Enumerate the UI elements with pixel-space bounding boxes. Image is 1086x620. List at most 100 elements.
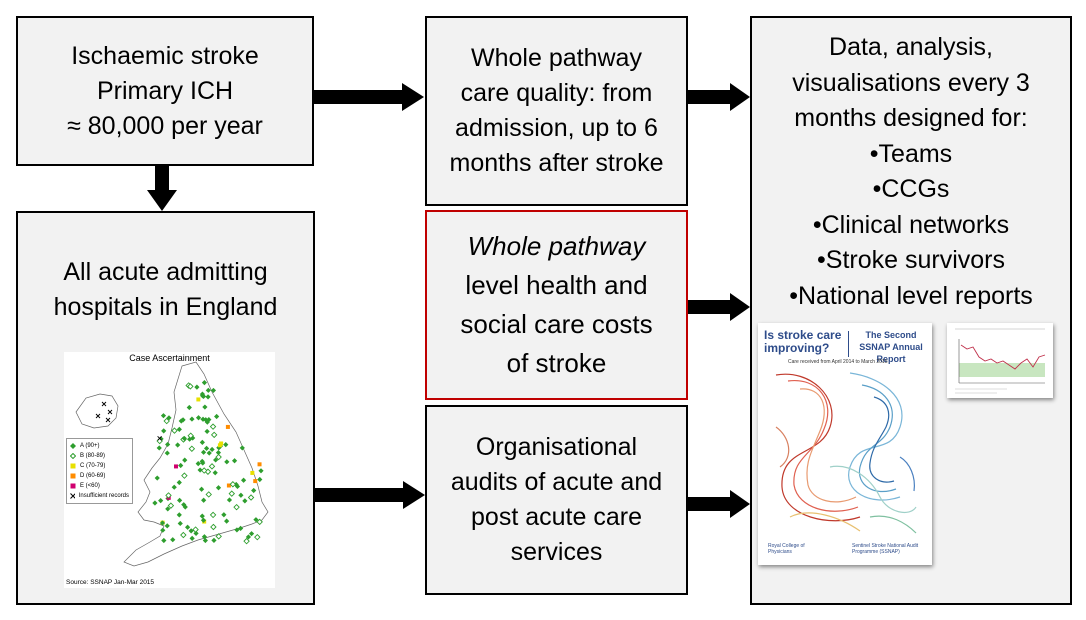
- hospital-marker: [161, 428, 167, 434]
- box-text-line: Data, analysis,: [829, 33, 993, 61]
- hospital-marker: [209, 423, 217, 430]
- legend-item: C (70-79): [70, 461, 129, 471]
- hospital-marker: [200, 517, 207, 523]
- box-text-line: post acute care: [471, 503, 642, 531]
- hospital-marker: [156, 445, 162, 451]
- hospital-marker: [157, 435, 162, 441]
- hospital-marker: [210, 431, 218, 439]
- hospital-marker: [206, 417, 212, 423]
- map-title: Case Ascertainment: [129, 353, 210, 363]
- hospital-marker: [215, 533, 222, 540]
- hospital-marker: [101, 401, 107, 407]
- hospital-marker: [248, 531, 255, 537]
- map-source: Source: SSNAP Jan-Mar 2015: [66, 579, 155, 586]
- box-text-line: social care costs: [460, 309, 653, 339]
- hospital-marker: [192, 526, 199, 533]
- hospital-marker: [171, 427, 178, 434]
- legend-item: A (90+): [70, 441, 129, 451]
- case-ascertainment-map: Case Ascertainment A (90+) B (80-89) C (70…: [64, 352, 275, 588]
- report-chart-thumbnail: [947, 323, 1053, 398]
- box-text-line: •CCGs: [872, 175, 950, 203]
- hospital-marker: [170, 537, 176, 543]
- hospital-marker: [158, 498, 164, 504]
- box-text-line: visualisations every 3: [792, 68, 1030, 97]
- legend-marker-icon: [70, 473, 76, 479]
- hospital-marker: [187, 383, 194, 390]
- hospital-marker: [188, 445, 196, 452]
- hospital-marker: [254, 533, 261, 541]
- hospital-marker: [210, 387, 217, 394]
- hospital-marker: [202, 537, 208, 544]
- legend-marker-icon: [70, 453, 76, 459]
- legend-marker-icon: [70, 463, 76, 469]
- hospital-marker: [219, 441, 224, 446]
- hospital-marker: [208, 463, 216, 470]
- hospital-marker: [247, 494, 255, 501]
- hospital-marker: [163, 417, 170, 425]
- legend-label: E (<60): [80, 483, 100, 489]
- legend-label: C (70-79): [80, 463, 106, 469]
- hospital-marker: [152, 500, 158, 506]
- report-title: The Second SSNAP Annual Report: [859, 330, 923, 364]
- arrow-population-to-pathway: [314, 83, 424, 111]
- hospital-marker: [203, 445, 210, 451]
- hospital-marker: [257, 462, 262, 467]
- hospital-marker: [187, 432, 194, 439]
- hospital-marker: [160, 527, 166, 533]
- hospital-marker: [165, 492, 172, 499]
- hospital-marker: [181, 472, 188, 479]
- hospital-marker: [211, 537, 217, 543]
- hospital-marker: [257, 476, 263, 483]
- pathway-care-quality-box: Whole pathway care quality: from admission…: [425, 16, 688, 206]
- box-text-line: •Clinical networks: [812, 210, 1010, 239]
- box-text-line: care quality: from: [460, 79, 653, 107]
- hospital-marker: [210, 523, 217, 531]
- box-text-line: •National level reports: [789, 281, 1033, 310]
- hospital-marker: [240, 477, 247, 483]
- hospital-marker: [229, 481, 237, 488]
- box-text-line: Whole pathway: [471, 44, 642, 72]
- hospital-marker: [206, 450, 212, 456]
- hospital-marker: [233, 503, 240, 511]
- legend-item: D (60-69): [70, 471, 129, 481]
- hospital-marker: [105, 417, 111, 423]
- legend-label: Insufficient records: [78, 493, 129, 499]
- legend-label: D (60-69): [80, 473, 106, 479]
- box-text-line: months after stroke: [449, 149, 664, 177]
- rcp-logo: Royal College of Physicians: [768, 543, 805, 555]
- hospital-marker: [215, 485, 222, 491]
- hospital-marker: [234, 527, 240, 533]
- hospital-marker: [226, 483, 231, 488]
- hospital-marker: [174, 464, 179, 469]
- hospital-marker: [107, 409, 113, 415]
- hospital-marker: [171, 484, 177, 490]
- box-text-line: Organisational: [475, 433, 638, 461]
- hospital-marker: [201, 497, 207, 503]
- box-text-line: •Stroke survivors: [817, 246, 1005, 274]
- box-text-line: Whole pathway: [467, 231, 646, 261]
- contour-artwork: [775, 372, 917, 534]
- hospital-marker: [176, 479, 182, 486]
- report-question: Is stroke care improving?: [764, 328, 842, 355]
- hospital-marker: [164, 523, 170, 529]
- hospital-marker: [256, 518, 263, 526]
- hospital-marker: [181, 502, 187, 508]
- legend-label: B (80-89): [80, 453, 106, 459]
- hospital-marker: [196, 397, 201, 402]
- hospital-marker: [225, 424, 230, 429]
- box-text-line: admission, up to 6: [455, 114, 658, 142]
- hospital-marker: [180, 531, 187, 539]
- hospital-marker: [201, 534, 208, 540]
- legend-label: A (90+): [80, 443, 100, 449]
- arrow-population-to-hospitals: [147, 166, 177, 211]
- box-text-line: services: [510, 538, 603, 566]
- box-text-line: •Teams: [869, 139, 953, 168]
- arrow-hospitals-to-audits: [315, 481, 425, 509]
- map-legend: A (90+) B (80-89) C (70-79) D (60-69) E (<60…: [66, 438, 133, 504]
- box-text-line: level health and: [465, 270, 648, 300]
- chart-thumbnail-graphic: [947, 323, 1053, 398]
- report-subtitle: Care received from April 2014 to March 2…: [788, 359, 888, 365]
- box-text-line: All acute admitting: [63, 258, 268, 286]
- legend-item: Insufficient records: [70, 491, 129, 501]
